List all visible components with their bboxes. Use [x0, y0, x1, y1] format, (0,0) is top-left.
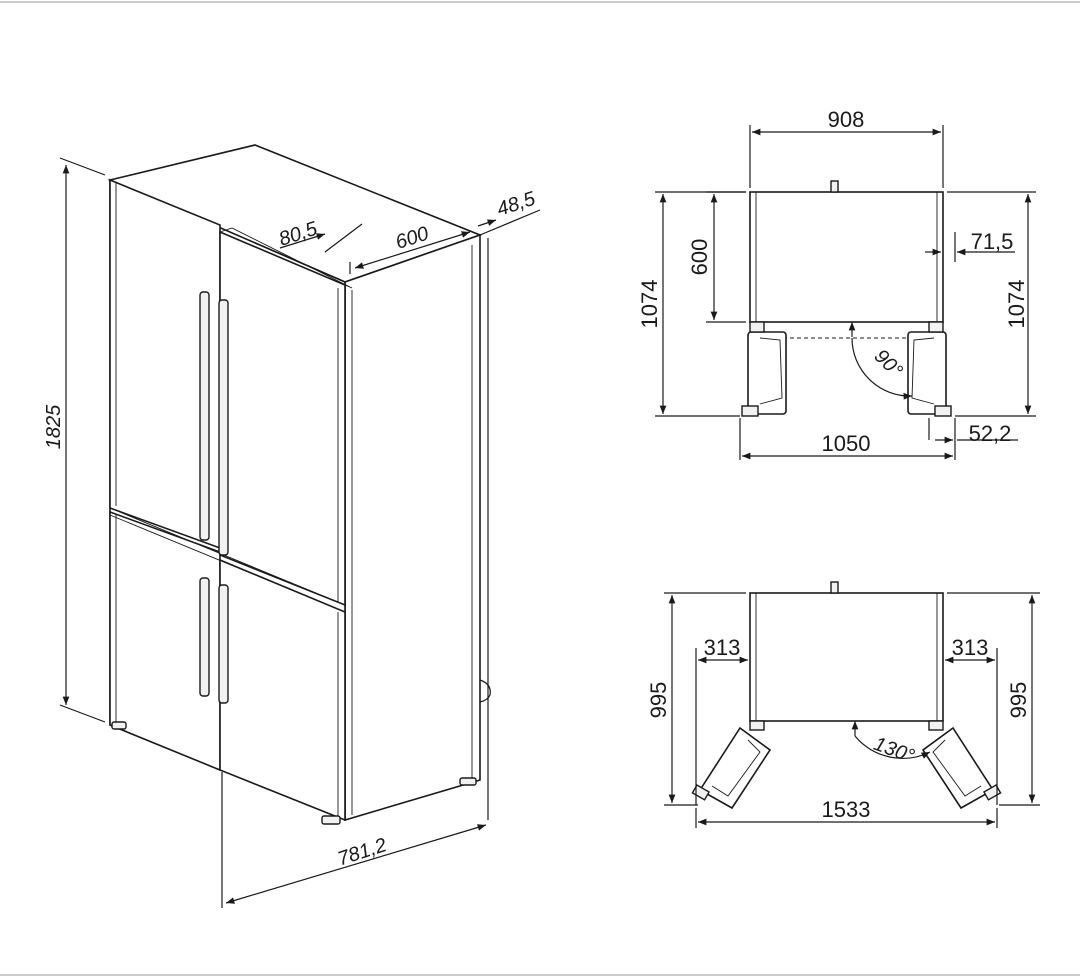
fridge-side-face [344, 233, 481, 822]
dim-height-label: 1825 [43, 404, 65, 449]
dim-rear-offset-label: 48,5 [494, 188, 539, 221]
door-top-right [219, 230, 346, 607]
dim-open-width-130-label: 1533 [822, 797, 871, 822]
rear-bump [479, 679, 491, 703]
dim-open-width-1050: 1050 [739, 418, 953, 460]
door-right-open-130 [921, 726, 995, 810]
dim-rear-offset-48-5: 48,5 [477, 188, 541, 820]
foot-front [321, 815, 341, 825]
dim-cabinet-depth-600: 600 [687, 191, 746, 323]
dim-total-depth-1074-right: 1074 [947, 191, 1036, 417]
cabinet-outline-130 [749, 592, 944, 722]
dim-total-depth-995-left: 995 [646, 592, 746, 806]
dim-clearance-left-label: 313 [704, 635, 741, 660]
door-right-open-90 [907, 331, 947, 415]
dim-width-908: 908 [749, 107, 944, 188]
dim-door-extra-label: 52,2 [969, 421, 1012, 446]
dim-width-label: 908 [828, 107, 865, 132]
handle-top-right [218, 299, 229, 556]
isometric-fridge [107, 144, 491, 825]
dim-open-width-1533: 1533 [695, 797, 998, 828]
cabinet-outline-90 [749, 191, 944, 323]
door-left-open-90 [747, 331, 787, 415]
top-view-130: 130° [691, 581, 1002, 810]
dim-total-depth-left-label: 1074 [637, 280, 662, 329]
top-view-90: 90° [741, 180, 952, 417]
door-left-open-130 [698, 726, 772, 810]
angle-90-label: 90° [870, 345, 907, 382]
dim-side-clearance-71-5: 71,5 [925, 229, 1015, 262]
rear-connector-130 [830, 581, 839, 594]
dim-total-depth-right-label: 1074 [1004, 280, 1029, 329]
foot-left [111, 721, 127, 730]
angle-130-label: 130° [871, 733, 917, 768]
dim-clearance-right-label: 313 [952, 635, 989, 660]
dim-total-depth-1074-left: 1074 [637, 191, 746, 417]
dim-open-width-90-label: 1050 [822, 431, 871, 456]
dim-side-clearance-label: 71,5 [971, 229, 1014, 254]
dim-clearance-313-right: 313 [945, 635, 998, 805]
rear-connector-90 [830, 180, 839, 193]
dim-total-depth-130-left-label: 995 [646, 682, 671, 719]
dim-cabinet-depth-label: 600 [687, 239, 712, 276]
handle-top-left [199, 291, 210, 541]
foot-right [459, 777, 477, 786]
dim-height-1825: 1825 [43, 157, 106, 723]
dim-total-depth-995-right: 995 [947, 592, 1040, 806]
dim-clearance-313-left: 313 [695, 635, 748, 805]
dim-total-depth-130-right-label: 995 [1006, 682, 1031, 719]
handle-bottom-right [218, 584, 229, 704]
dim-depth-open-label: 781,2 [335, 834, 389, 870]
dim-door-extra-52-2: 52,2 [928, 418, 1018, 460]
handle-bottom-left [199, 577, 210, 697]
